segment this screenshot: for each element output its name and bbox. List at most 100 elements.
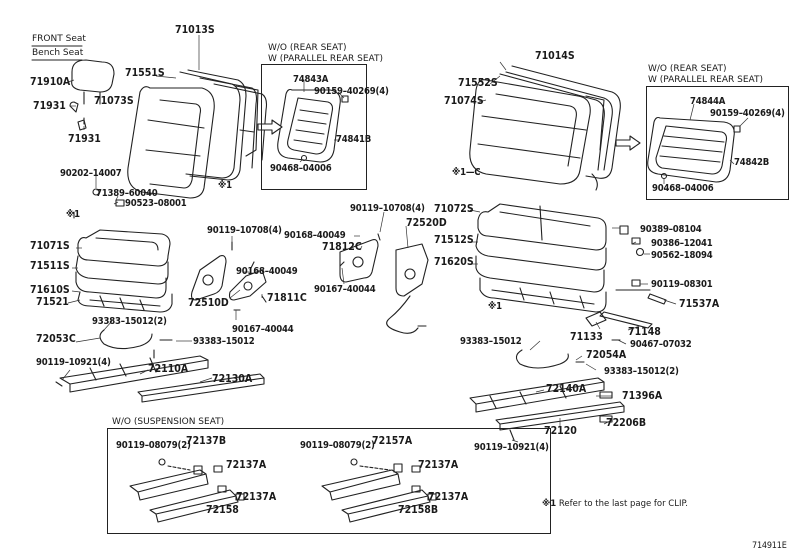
part-label: 71071S	[30, 240, 70, 252]
recliner-left	[190, 241, 267, 311]
part-label: 74842B	[734, 157, 770, 168]
part-label: 72510D	[188, 297, 229, 309]
part-label: 72137A	[226, 459, 267, 471]
front-cushion-left	[73, 188, 173, 313]
part-label: 71512S	[434, 234, 474, 246]
box-suspension-seat	[107, 428, 551, 534]
part-label: 72054A	[586, 349, 627, 361]
clip-mark: ※1	[488, 301, 502, 312]
part-label: 90468–04006	[652, 183, 714, 194]
part-label: 72137A	[236, 491, 277, 503]
part-label: 90119–08079(2)	[300, 440, 375, 451]
part-label: 72157A	[372, 435, 413, 447]
part-label: 71511S	[30, 260, 70, 272]
part-label: 72140A	[546, 383, 587, 395]
part-label: 90119–10921(4)	[474, 442, 549, 453]
part-label: 90119–10921(4)	[36, 357, 111, 368]
clip-mark: ※1	[218, 180, 232, 191]
part-label: 71931	[68, 133, 101, 145]
part-label: 72120	[544, 425, 577, 437]
box-right-rear-seat	[646, 86, 789, 200]
clip-mark: ※1	[66, 209, 80, 220]
part-label: 71074S	[444, 95, 484, 107]
part-label: 72137B	[186, 435, 227, 447]
part-label: 90467–07032	[630, 339, 692, 350]
clip-note: ※1 Refer to the last page for CLIP.	[542, 499, 688, 509]
box-right-title-2: W (PARALLEL REAR SEAT)	[648, 75, 763, 85]
part-label: 90159–40269(4)	[314, 86, 389, 97]
part-label: 90168–40049	[236, 266, 298, 277]
box-right-title-1: W/O (REAR SEAT)	[648, 64, 727, 74]
part-label: 90523–08001	[125, 198, 187, 209]
part-label: 90562–18094	[651, 250, 713, 261]
rear-frame-right	[647, 116, 741, 183]
part-label: 71551S	[125, 67, 165, 79]
part-label: 71396A	[622, 390, 663, 402]
part-label: 93383–15012	[460, 336, 522, 347]
part-label: 71537A	[679, 298, 720, 310]
part-label: 90159–40269(4)	[710, 108, 785, 119]
part-label: 90167–40044	[232, 324, 294, 335]
part-label: 71521	[36, 296, 69, 308]
part-label: 72158B	[398, 504, 439, 516]
part-label: 71931	[33, 100, 66, 112]
clip-note-text: Refer to the last page for CLIP.	[558, 499, 688, 509]
part-label: 90168–40049	[284, 230, 346, 241]
part-label: 72206B	[606, 417, 647, 429]
part-label: 90119–10708(4)	[207, 225, 282, 236]
part-label: 90468–04006	[270, 163, 332, 174]
part-label: 93383–15012	[193, 336, 255, 347]
slides-left	[55, 329, 265, 403]
header-front-seat: FRONT Seat	[32, 34, 86, 44]
part-label: 74843A	[293, 74, 329, 85]
part-label: 71072S	[434, 203, 474, 215]
part-label: 71812C	[322, 241, 362, 253]
part-label: 90119–08301	[651, 279, 713, 290]
part-label: 74844A	[690, 96, 726, 107]
part-label: 71013S	[175, 24, 215, 36]
part-label: 72137A	[428, 491, 469, 503]
part-label: 71610S	[30, 284, 70, 296]
part-label: 71389–60040	[96, 188, 158, 199]
rear-frame-left	[277, 88, 349, 163]
box-left-rear-seat	[261, 64, 367, 190]
part-label: 72158	[206, 504, 239, 516]
bench-cushion-right	[475, 203, 607, 313]
clip-note-mark: ※1	[542, 499, 557, 509]
box-bottom-title: W/O (SUSPENSION SEAT)	[112, 417, 225, 427]
part-label: 71014S	[535, 50, 575, 62]
part-label: 72137A	[418, 459, 459, 471]
front-seatback-left	[127, 69, 268, 199]
slides-right	[469, 349, 625, 441]
header-bench-seat: Bench Seat	[32, 48, 84, 58]
box-left-title-1: W/O (REAR SEAT)	[268, 43, 347, 53]
part-label: 90119–08079(2)	[116, 440, 191, 451]
clip-mark: ※1—C	[452, 167, 481, 178]
part-label: 90202–14007	[60, 168, 122, 179]
part-label: 93383–15012(2)	[92, 316, 167, 327]
part-label: 71148	[628, 326, 661, 338]
part-label: 93383–15012(2)	[604, 366, 679, 377]
part-label: 74841B	[336, 134, 372, 145]
part-label: 71073S	[94, 95, 134, 107]
part-label: 71910A	[30, 76, 71, 88]
part-label: 72110A	[148, 363, 189, 375]
suspension-parts	[129, 458, 437, 523]
hardware-right	[585, 225, 667, 341]
figure-id: 714911E	[752, 541, 787, 551]
part-label: 90167–40044	[314, 284, 376, 295]
part-label: 90389–08104	[640, 224, 702, 235]
part-label: 90386–12041	[651, 238, 713, 249]
recliner-center	[339, 233, 429, 334]
part-label: 71133	[570, 331, 603, 343]
part-label: 90119–10708(4)	[350, 203, 425, 214]
bench-seatback-right	[469, 65, 621, 191]
box-left-title-2: W (PARALLEL REAR SEAT)	[268, 54, 383, 64]
part-label: 71620S	[434, 256, 474, 268]
part-label: 72130A	[212, 373, 253, 385]
part-label: 72053C	[36, 333, 76, 345]
part-label: 72520D	[406, 217, 447, 229]
part-label: 71811C	[267, 292, 307, 304]
part-label: 71552S	[458, 77, 498, 89]
